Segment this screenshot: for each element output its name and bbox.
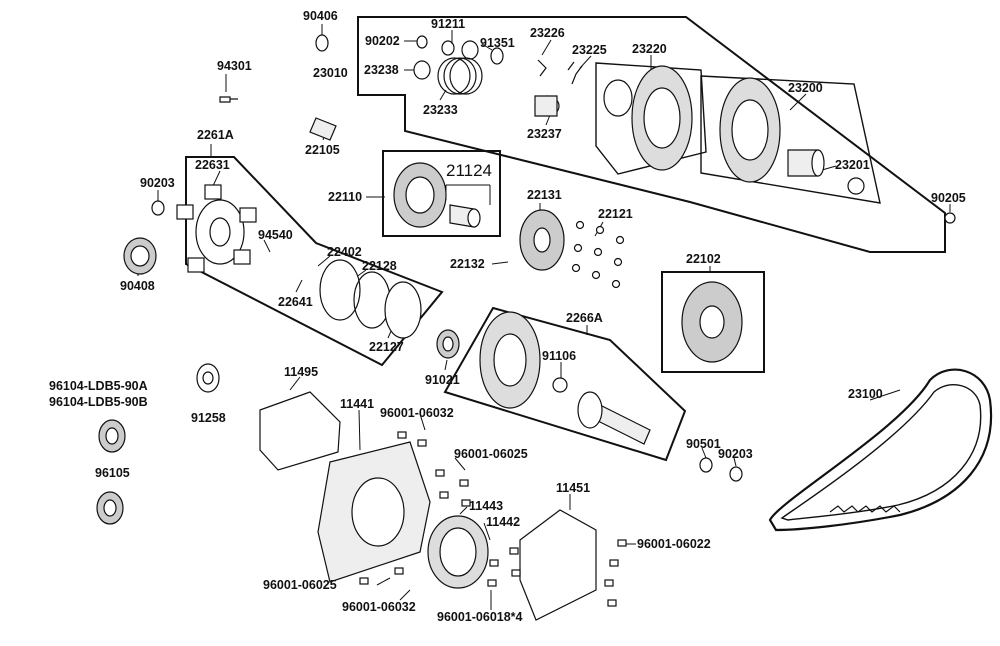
part-23220-hub — [603, 79, 633, 117]
group-outline-22110 — [382, 150, 501, 237]
label-22121: 22121 — [598, 207, 633, 221]
label-90501: 90501 — [686, 437, 721, 451]
part-shapes — [96, 34, 993, 621]
part-90203b-nut — [729, 466, 743, 482]
part-23100-belt — [768, 368, 993, 532]
label-11451: 11451 — [556, 481, 591, 495]
part-90406-ring — [315, 34, 329, 52]
part-90202-washer — [416, 35, 428, 49]
label-23226: 23226 — [530, 26, 565, 40]
label-22132: 22132 — [450, 257, 485, 271]
label-23238: 23238 — [364, 63, 399, 77]
label-23010: 23010 — [313, 66, 348, 80]
label-23100: 23100 — [848, 387, 883, 401]
label-96001-06018x4: 96001-06018*4 — [437, 610, 523, 624]
label-94301: 94301 — [217, 59, 252, 73]
part-23225-pins — [567, 61, 583, 85]
label-22641: 22641 — [278, 295, 313, 309]
group-outline-2261A — [185, 156, 444, 367]
label-96001-06025-bottom: 96001-06025 — [263, 578, 337, 592]
label-96104-LDB5-90B: 96104-LDB5-90B — [49, 395, 148, 409]
label-96001-06032-bottom: 96001-06032 — [342, 600, 416, 614]
part-22127-plate — [384, 281, 422, 339]
label-22102: 22102 — [686, 252, 721, 266]
part-23238-washer — [413, 60, 431, 80]
label-91106: 91106 — [542, 349, 577, 363]
label-22105: 22105 — [305, 143, 340, 157]
label-22631: 22631 — [195, 158, 230, 172]
part-22105-sleeve — [309, 117, 337, 141]
label-23237: 23237 — [527, 127, 562, 141]
label-2261A: 2261A — [197, 128, 234, 142]
part-23100-belt-teeth — [829, 505, 901, 513]
label-11495: 11495 — [284, 365, 319, 379]
label-23201: 23201 — [835, 158, 870, 172]
label-11443: 11443 — [469, 499, 504, 513]
part-91211-ring — [441, 40, 455, 56]
label-11442: 11442 — [486, 515, 521, 529]
label-91258: 91258 — [191, 411, 226, 425]
label-96001-06022: 96001-06022 — [637, 537, 711, 551]
group-outline-23200-inner — [700, 75, 881, 204]
label-96104-LDB5-90A: 96104-LDB5-90A — [49, 379, 148, 393]
label-90408: 90408 — [120, 279, 155, 293]
label-90202: 90202 — [365, 34, 400, 48]
label-22131: 22131 — [527, 188, 562, 202]
label-23220: 23220 — [632, 42, 667, 56]
part-22121-rollers — [571, 220, 625, 289]
group-outline-22102 — [661, 271, 765, 373]
label-96001-06032-top: 96001-06032 — [380, 406, 454, 420]
label-91211: 91211 — [431, 17, 466, 31]
label-96001-06025-top: 96001-06025 — [454, 447, 528, 461]
label-94540: 94540 — [258, 228, 293, 242]
label-23225: 23225 — [572, 43, 607, 57]
part-91106-bearing — [552, 377, 568, 393]
group-outline-2266A — [443, 306, 687, 462]
part-23226-pin — [537, 59, 547, 77]
label-90406: 90406 — [303, 9, 338, 23]
label-90205: 90205 — [931, 191, 966, 205]
part-90203-nut — [151, 200, 165, 216]
label-23233: 23233 — [423, 103, 458, 117]
part-90501-washer — [699, 457, 713, 473]
label-90203-top: 90203 — [140, 176, 175, 190]
part-bolts — [359, 431, 627, 607]
part-94301-bolt — [219, 96, 238, 103]
part-22402-plate — [319, 259, 361, 321]
label-22110: 22110 — [328, 190, 363, 204]
label-11441: 11441 — [340, 397, 375, 411]
label-96105: 96105 — [95, 466, 130, 480]
part-11451-shroud — [519, 509, 597, 621]
label-23200: 23200 — [788, 81, 823, 95]
part-23233-spring — [437, 57, 471, 95]
part-11495-gasket — [259, 391, 341, 471]
label-21124: 21124 — [446, 161, 493, 180]
label-22402: 22402 — [327, 245, 362, 259]
label-91021: 91021 — [425, 373, 460, 387]
part-22631-shoe — [204, 184, 222, 200]
group-outline-clutch-23200 — [357, 16, 946, 253]
part-91351-ring — [490, 47, 504, 65]
label-22128: 22128 — [362, 259, 397, 273]
label-90203-bottom: 90203 — [718, 447, 753, 461]
part-23201-bushing — [847, 177, 865, 195]
label-2266A: 2266A — [566, 311, 603, 325]
label-91351: 91351 — [480, 36, 515, 50]
label-22127: 22127 — [369, 340, 404, 354]
part-90205-nut — [944, 212, 956, 224]
